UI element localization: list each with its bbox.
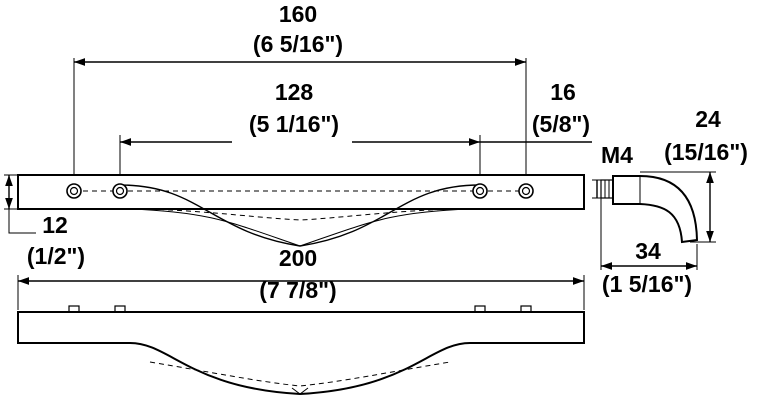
handle-bar-top <box>17 174 585 210</box>
front-view <box>17 275 585 396</box>
dimension-24-mm: 24 <box>695 106 721 132</box>
dimension-128-inch: (5 1/16") <box>249 111 339 137</box>
dimension-160-inch: (6 5/16") <box>253 31 343 57</box>
dimension-12-mm: 12 <box>42 212 68 238</box>
dimension-12-inch: (1/2") <box>27 243 85 269</box>
mounting-hole <box>472 183 488 199</box>
mounting-hole <box>518 183 534 199</box>
mounting-hole <box>112 183 128 199</box>
dimension-200-inch: (7 7/8") <box>259 277 336 303</box>
handle-profile <box>612 175 699 244</box>
dimension-16-mm: 16 <box>550 79 576 105</box>
dimension-34-mm: 34 <box>635 238 661 264</box>
dimension-34-inch: (1 5/16") <box>602 271 692 297</box>
dimension-16-inch: (5/8") <box>532 111 590 137</box>
dimension-128-mm: 128 <box>275 79 314 105</box>
dimension-160-mm: 160 <box>279 1 317 27</box>
dimension-200-mm: 200 <box>279 245 317 271</box>
dimension-24-inch: (15/16") <box>664 139 748 165</box>
mounting-hole <box>66 183 82 199</box>
top-view <box>4 58 592 247</box>
handle-bar-front <box>17 311 585 396</box>
side-profile <box>592 171 716 270</box>
thread-size-label: M4 <box>601 142 633 168</box>
